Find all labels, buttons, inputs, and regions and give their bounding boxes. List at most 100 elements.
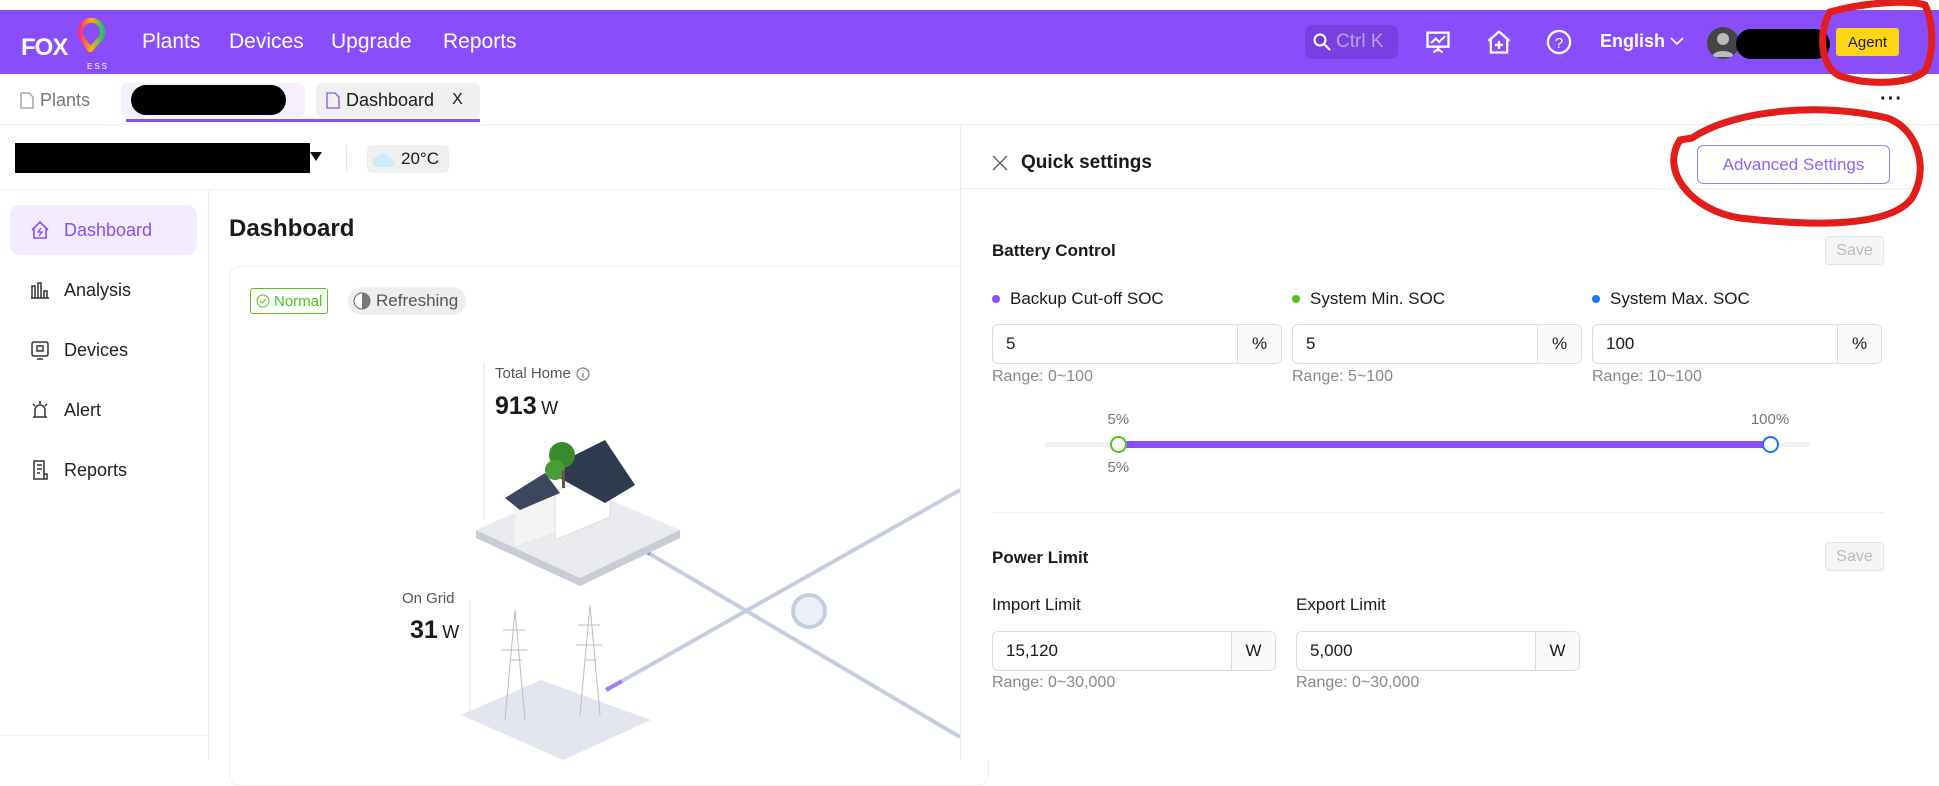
- range-hint: Range: 10~100: [1592, 368, 1702, 385]
- panel-header: [961, 125, 1916, 189]
- logo-subtext: ESS: [87, 62, 110, 71]
- label-text: System Min. SOC: [1310, 289, 1446, 308]
- flow-line-grid-active: [605, 679, 623, 692]
- user-icon: [1712, 33, 1734, 57]
- battery-save-button[interactable]: Save: [1825, 236, 1884, 265]
- fox-ess-logo[interactable]: FOX ESS: [21, 18, 116, 71]
- sidebar-item-alert[interactable]: Alert: [10, 385, 197, 435]
- backup-soc-input[interactable]: 5%: [992, 324, 1282, 364]
- sidebar-item-label: Dashboard: [64, 219, 153, 240]
- label-text: System Max. SOC: [1610, 289, 1750, 308]
- input-value[interactable]: 100: [1606, 334, 1635, 353]
- file-icon: [326, 91, 340, 109]
- file-icon: [20, 91, 34, 109]
- close-icon[interactable]: [992, 155, 1008, 171]
- sidebar: [0, 190, 209, 760]
- min-soc-input[interactable]: 5%: [1292, 324, 1582, 364]
- section-title-battery: Battery Control: [992, 241, 1116, 260]
- export-limit-label: Export Limit: [1296, 595, 1386, 614]
- slider-min-label: 5%: [1107, 411, 1130, 428]
- slider-cutoff-label: 5%: [1107, 459, 1130, 476]
- on-grid-label: On Grid: [402, 590, 455, 607]
- nav-upgrade[interactable]: Upgrade: [331, 30, 412, 53]
- flow-line-grid: [605, 488, 960, 692]
- blue-dot: [1592, 295, 1600, 303]
- more-tabs-button[interactable]: ···: [1880, 88, 1903, 110]
- status-text: Normal: [274, 292, 323, 310]
- sidebar-item-analysis[interactable]: Analysis: [10, 265, 197, 315]
- presentation-icon[interactable]: [1424, 28, 1452, 56]
- power-unit: W: [541, 398, 559, 418]
- power-value: 31: [410, 616, 438, 644]
- tab-plant-redacted[interactable]: [121, 83, 305, 117]
- import-limit-label: Import Limit: [992, 595, 1081, 614]
- soc-range-slider[interactable]: 5% 100% 5%: [1044, 411, 1810, 485]
- sidebar-item-dashboard[interactable]: Dashboard: [10, 205, 197, 255]
- advanced-settings-button[interactable]: Advanced Settings: [1697, 145, 1890, 184]
- range-hint: Range: 0~100: [992, 368, 1093, 385]
- power-value: 913: [495, 392, 537, 420]
- input-unit: %: [1837, 325, 1881, 363]
- nav-plants[interactable]: Plants: [142, 30, 201, 53]
- refresh-progress-icon: [353, 292, 371, 310]
- tab-close-button[interactable]: X: [452, 91, 463, 108]
- power-unit: W: [442, 622, 460, 642]
- logo-mark-icon: [77, 18, 106, 52]
- quick-settings-panel: Quick settings Advanced Settings Battery…: [960, 125, 1939, 760]
- role-badge: Agent: [1836, 28, 1899, 56]
- input-value[interactable]: 5: [1306, 334, 1316, 353]
- chevron-down-icon[interactable]: [1670, 36, 1684, 46]
- redacted-plant-selector[interactable]: [15, 143, 310, 173]
- refresh-status[interactable]: Refreshing: [348, 287, 467, 315]
- on-grid-power: 31 W: [410, 616, 459, 645]
- language-select[interactable]: English: [1600, 31, 1666, 51]
- sidebar-item-label: Devices: [64, 339, 129, 360]
- flow-line-home: [631, 542, 960, 739]
- weather-temperature: 20°C: [401, 149, 439, 168]
- page-title: Dashboard: [229, 215, 355, 242]
- sidebar-item-devices[interactable]: Devices: [10, 325, 197, 375]
- tab-plants[interactable]: Plants: [10, 83, 100, 117]
- sidebar-item-reports[interactable]: Reports: [10, 445, 197, 495]
- slider-track: [1118, 441, 1770, 448]
- add-plant-icon[interactable]: [1485, 28, 1513, 56]
- input-unit: %: [1537, 325, 1581, 363]
- redacted-username: [1736, 29, 1830, 59]
- panel-title: Quick settings: [1021, 152, 1152, 173]
- power-save-button[interactable]: Save: [1825, 542, 1884, 571]
- slider-max-handle[interactable]: [1762, 436, 1779, 453]
- weather-badge: 20°C: [367, 145, 449, 173]
- report-icon: [33, 460, 48, 480]
- house-illustration: [476, 440, 680, 586]
- slider-min-handle[interactable]: [1110, 436, 1128, 453]
- total-home-label: Total Home: [495, 365, 590, 382]
- redacted-plant-name: [131, 85, 286, 115]
- search-shortcut: Ctrl K: [1336, 31, 1384, 52]
- input-value[interactable]: 5: [1006, 334, 1016, 353]
- power-tower-illustration: [461, 604, 651, 760]
- section-title-power: Power Limit: [992, 548, 1089, 567]
- range-hint: Range: 5~100: [1292, 368, 1393, 385]
- divider: [0, 735, 208, 736]
- info-icon[interactable]: [576, 367, 590, 381]
- sidebar-item-label: Reports: [64, 459, 128, 480]
- user-avatar[interactable]: [1707, 27, 1739, 59]
- input-value[interactable]: 5,000: [1310, 641, 1353, 660]
- top-navbar: [0, 10, 1939, 74]
- max-soc-label: System Max. SOC: [1592, 289, 1750, 309]
- help-icon[interactable]: ?: [1545, 28, 1573, 56]
- import-limit-input[interactable]: 15,120 W: [992, 631, 1276, 671]
- max-soc-input[interactable]: 100%: [1592, 324, 1882, 364]
- label-text: Backup Cut-off SOC: [1010, 289, 1164, 308]
- nav-reports[interactable]: Reports: [443, 30, 517, 53]
- status-badge-normal: Normal: [250, 288, 329, 314]
- nav-devices[interactable]: Devices: [229, 30, 304, 53]
- input-value[interactable]: 15,120: [1006, 641, 1058, 660]
- input-unit: W: [1231, 632, 1275, 670]
- search-icon: [1313, 33, 1331, 51]
- caret-down-icon[interactable]: [310, 152, 322, 161]
- tab-dashboard[interactable]: Dashboard X: [316, 83, 480, 117]
- search-button[interactable]: Ctrl K: [1305, 25, 1398, 59]
- energy-flow-diagram: [461, 362, 960, 760]
